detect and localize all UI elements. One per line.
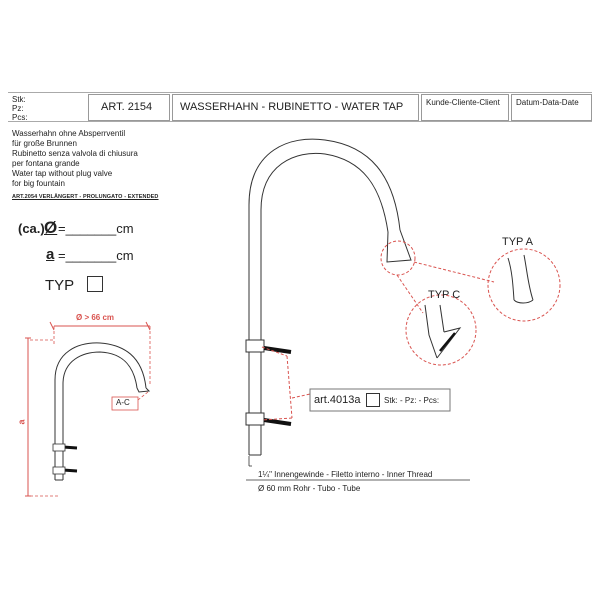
- typ-checkbox[interactable]: [87, 276, 103, 292]
- approx-label: (ca.): [18, 221, 45, 236]
- spout-callout-circle: [380, 240, 416, 276]
- article-number: ART. 2154: [101, 101, 153, 113]
- client-cell: [421, 94, 509, 121]
- detail-typ-a-label: TYP A: [502, 236, 533, 248]
- accessory-qty-box[interactable]: [366, 393, 380, 407]
- description-line: Wasserhahn ohne Absperrventil: [12, 129, 126, 138]
- qty-label-stk: Stk:: [12, 95, 26, 104]
- small-a-label: a: [16, 419, 27, 425]
- clamp-leader: [261, 346, 311, 421]
- diameter-symbol: Ø: [44, 218, 58, 237]
- small-diameter-label: Ø > 66 cm: [76, 313, 115, 322]
- a-symbol: a: [46, 246, 55, 263]
- product-description: Wasserhahn ohne Absperrventil für große …: [12, 129, 138, 189]
- detail-typ-c-spout: [424, 304, 462, 359]
- qty-label-pz: Pz:: [12, 104, 24, 113]
- article-cell: [88, 94, 170, 121]
- header-row: [8, 92, 592, 122]
- typ-label: TYP: [45, 277, 75, 294]
- detail-typ-c-circle: [405, 294, 477, 366]
- detail-typ-a-circle: [487, 248, 561, 322]
- main-tap: [248, 138, 412, 456]
- accessory-code: art.4013a: [314, 394, 361, 406]
- thread-leader: [246, 456, 470, 481]
- description-line: for big fountain: [12, 179, 65, 188]
- drawing-title: WASSERHAHN - RUBINETTO - WATER TAP: [180, 101, 404, 113]
- date-cell: [511, 94, 592, 121]
- description-line: per fontana grande: [12, 159, 80, 168]
- accessory-qty-label: Stk: - Pz: - Pcs:: [384, 396, 440, 405]
- ac-label-frame: [111, 396, 139, 411]
- diameter-field[interactable]: =_______cm: [58, 221, 134, 236]
- date-label: Datum-Data-Date: [516, 98, 579, 107]
- client-label: Kunde-Cliente-Client: [426, 98, 500, 107]
- description-line: Rubinetto senza valvola di chiusura: [12, 149, 138, 158]
- pipe-clamp-lower: [245, 412, 292, 426]
- extended-note: ART.2054 VERLÄNGERT - PROLUNGATO - EXTEN…: [12, 194, 159, 200]
- description-line: Water tap without plug valve: [12, 169, 113, 178]
- detail-typ-a-spout: [507, 254, 534, 304]
- small-ac-label: A-C: [116, 398, 130, 407]
- small-tap: [54, 342, 151, 481]
- description-line: für große Brunnen: [12, 139, 77, 148]
- detail-typ-c-label: TYP C: [428, 289, 461, 301]
- a-field[interactable]: =_______cm: [58, 248, 134, 263]
- tube-note: Ø 60 mm Rohr - Tubo - Tube: [258, 484, 361, 493]
- accessory-frame: [309, 388, 451, 412]
- small-dim-lines: [25, 321, 151, 497]
- thread-note: 1¼" Innengewinde - Filetto interno - Inn…: [258, 470, 433, 479]
- qty-label-pcs: Pcs:: [12, 113, 28, 122]
- small-dim-dashes: [30, 326, 151, 497]
- title-cell: [172, 94, 419, 121]
- pipe-clamp-upper: [245, 339, 292, 354]
